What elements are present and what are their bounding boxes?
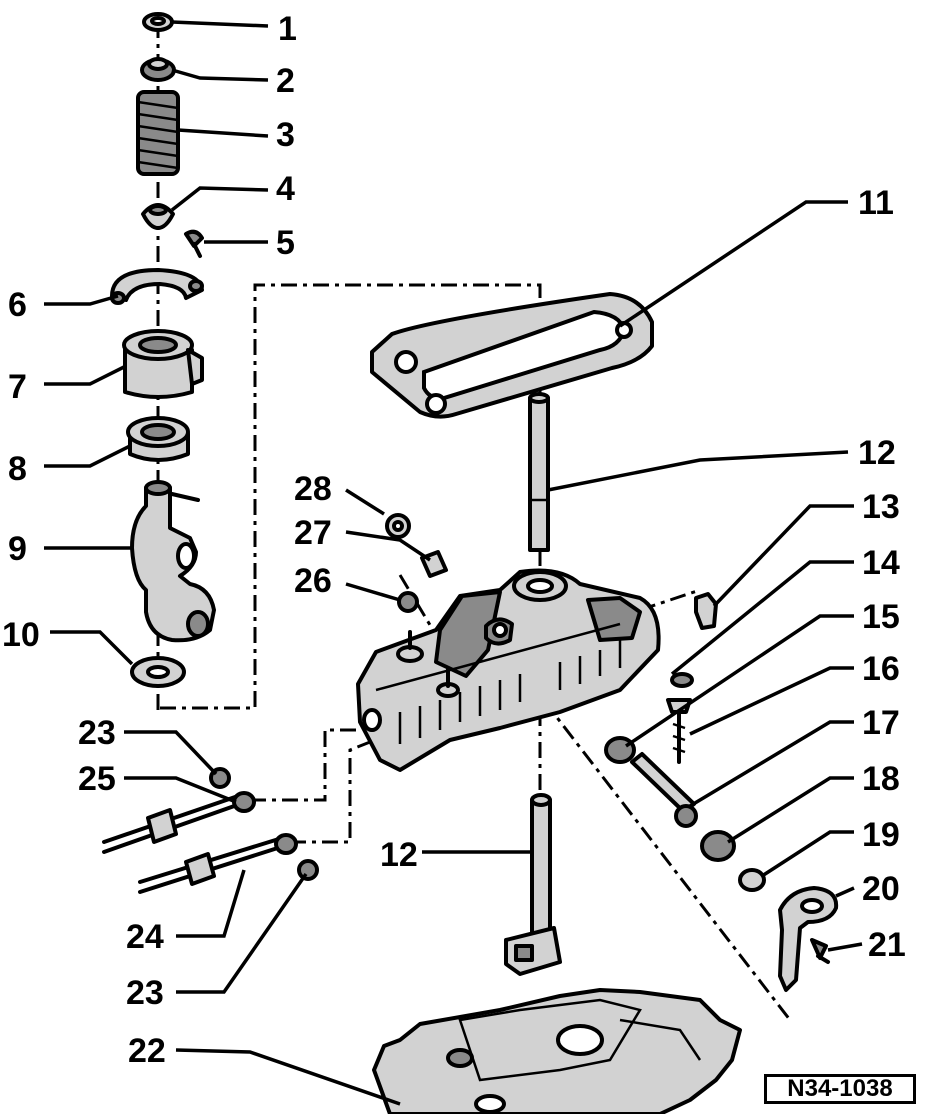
callout-23-lower: 23	[126, 974, 164, 1012]
callout-22: 22	[128, 1032, 166, 1070]
callout-11: 11	[858, 184, 894, 222]
callout-18: 18	[862, 760, 900, 798]
leader-lines	[44, 20, 863, 1106]
callout-15: 15	[862, 598, 900, 636]
callout-9: 9	[8, 530, 27, 568]
part-24-cable	[138, 833, 298, 894]
callout-27: 27	[294, 514, 332, 552]
part-14-washer	[670, 672, 694, 688]
part-3-spring	[136, 90, 180, 176]
part-18-washer	[700, 830, 736, 862]
callout-28: 28	[294, 470, 332, 508]
callout-12-upper: 12	[858, 434, 896, 472]
part-12-shift-rod-lower	[504, 793, 562, 976]
callout-20: 20	[862, 870, 900, 908]
callout-14: 14	[862, 544, 900, 582]
part-7-bearing-housing	[122, 329, 204, 399]
part-20-lever	[778, 886, 839, 992]
callout-3: 3	[276, 116, 295, 154]
callout-21: 21	[868, 926, 906, 964]
part-5-screw	[184, 229, 204, 258]
part-26-nut	[397, 591, 419, 613]
callout-2: 2	[276, 62, 295, 100]
part-13-clip	[694, 592, 718, 630]
callout-19: 19	[862, 816, 900, 854]
callout-10: 10	[2, 616, 40, 654]
callout-25: 25	[78, 760, 116, 798]
callout-8: 8	[8, 450, 27, 488]
part-16-bolt	[666, 698, 692, 764]
part-21-screw	[810, 938, 830, 964]
callout-labels: 1 2 3 4 5 6 7 8 9 10 11 12 12 13 14 15 1…	[2, 10, 906, 1070]
part-17-pin	[630, 752, 698, 828]
callout-24: 24	[126, 918, 164, 956]
assembly-axes	[156, 22, 792, 1021]
callout-23-upper: 23	[78, 714, 116, 752]
callout-16: 16	[862, 650, 900, 688]
part-11-gasket	[370, 292, 654, 419]
part-12-shift-rod-upper	[528, 392, 550, 552]
part-2-spring-cap	[140, 57, 176, 82]
part-23-nut-lower	[297, 859, 319, 881]
part-28-ring	[385, 513, 411, 539]
callout-26: 26	[294, 562, 332, 600]
callout-13: 13	[862, 488, 900, 526]
callout-12-lower: 12	[380, 836, 418, 874]
callout-7: 7	[8, 368, 27, 406]
part-9-selector-housing	[130, 480, 216, 643]
callout-17: 17	[862, 704, 900, 742]
part-22-cover-plate	[372, 988, 742, 1114]
callout-5: 5	[276, 224, 295, 262]
part-4-spring-seat	[141, 203, 175, 230]
part-8-bushing	[126, 416, 190, 462]
callout-4: 4	[276, 170, 295, 208]
part-10-washer	[130, 656, 186, 688]
part-19-clip	[738, 868, 766, 892]
part-1-circlip	[142, 12, 174, 32]
gear-selector-housing	[356, 568, 661, 772]
callout-1: 1	[278, 10, 297, 48]
callout-6: 6	[8, 286, 27, 324]
reference-code-label: N34-1038	[764, 1074, 916, 1104]
